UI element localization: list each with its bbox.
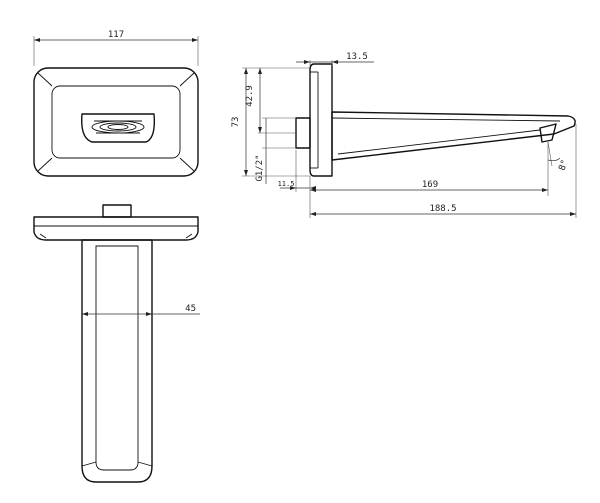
dim-width-117: 117 bbox=[33, 30, 199, 66]
dim-label-45: 45 bbox=[185, 304, 196, 314]
dim-label-13-5: 13.5 bbox=[346, 52, 368, 62]
dim-width-45: 45 bbox=[82, 304, 200, 316]
dim-height-42-9: 42.9 bbox=[245, 68, 296, 134]
bevel-tl bbox=[37, 72, 53, 87]
bevel-br bbox=[179, 157, 195, 172]
side-view bbox=[295, 63, 576, 177]
aerator-core bbox=[107, 124, 129, 130]
dim-angle-8: 8° bbox=[547, 141, 571, 173]
front-view bbox=[33, 67, 199, 177]
top-plate-curve-r bbox=[185, 233, 193, 239]
front-plate-outer bbox=[33, 67, 199, 177]
spout-top-outer bbox=[81, 239, 153, 483]
side-spout bbox=[331, 111, 576, 161]
dim-label-169: 169 bbox=[422, 180, 438, 190]
spout-top-inner bbox=[95, 245, 139, 471]
spout-outlet-front bbox=[81, 113, 156, 143]
dim-height-73: 73 bbox=[231, 67, 310, 177]
dim-length-169: 169 bbox=[310, 142, 549, 196]
dim-depth-13-5: 13.5 bbox=[296, 52, 374, 66]
dim-length-188-5: 188.5 bbox=[309, 124, 577, 218]
bevel-tr bbox=[179, 72, 195, 87]
top-plate-curve-l bbox=[39, 233, 47, 239]
front-plate-inner bbox=[51, 85, 181, 159]
side-spout-bottom-edge bbox=[337, 129, 541, 155]
dim-label-thread: G1/2" bbox=[255, 154, 265, 181]
dim-label-117: 117 bbox=[108, 30, 124, 40]
side-plate bbox=[309, 63, 333, 177]
dim-label-11-5: 11.5 bbox=[278, 180, 295, 188]
bevel-bl bbox=[37, 157, 53, 172]
spout-top-bevel-l bbox=[81, 461, 97, 467]
side-spout-top-edge bbox=[331, 117, 561, 122]
dim-label-188-5: 188.5 bbox=[429, 204, 456, 214]
dim-label-73: 73 bbox=[231, 117, 241, 128]
spout-top-bevel-r bbox=[137, 461, 153, 467]
side-connector bbox=[295, 117, 311, 149]
dim-label-42-9: 42.9 bbox=[245, 85, 255, 107]
aerator-inner bbox=[99, 122, 137, 132]
dim-thread: G1/2" bbox=[255, 117, 296, 184]
dim-small-11-5: 11.5 bbox=[278, 150, 316, 192]
dim-label-8: 8° bbox=[558, 159, 571, 173]
top-connector bbox=[102, 204, 132, 218]
top-plate bbox=[33, 216, 199, 241]
side-outlet bbox=[539, 123, 557, 143]
top-view bbox=[33, 204, 199, 483]
